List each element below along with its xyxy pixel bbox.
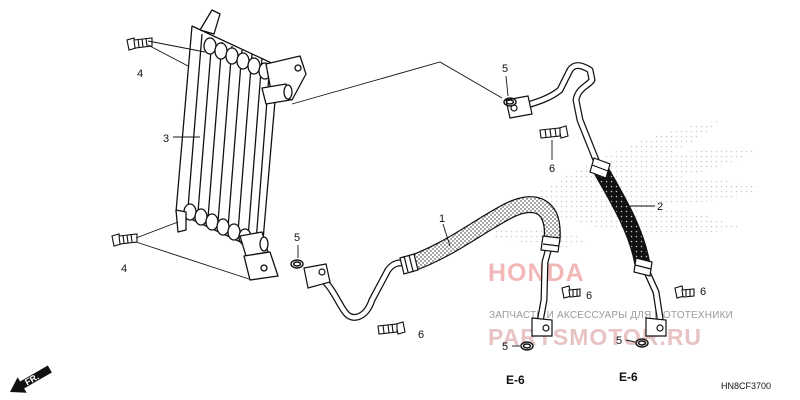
callout-6: 6 (418, 329, 424, 341)
reference-label: E-6 (506, 373, 525, 387)
callout-5: 5 (294, 232, 300, 244)
flange-bolt-icon (539, 125, 569, 139)
reference-label: E-6 (619, 370, 638, 384)
callout-3: 3 (163, 133, 169, 145)
flange-bolt-icon (111, 233, 138, 247)
brand-watermark: HONDA (488, 259, 585, 287)
flange-bolt-icon (561, 285, 581, 299)
diagram-code: HN8CF3700 (721, 381, 771, 391)
callout-2: 2 (657, 201, 663, 213)
callout-5: 5 (502, 63, 508, 75)
oil-cooler (175, 9, 307, 281)
callout-6: 6 (586, 290, 592, 302)
callout-4: 4 (137, 68, 143, 80)
callout-4: 4 (121, 263, 127, 275)
leader-lines (505, 75, 636, 347)
shop-watermark: ЗАПЧАСТИ И АКСЕССУАРЫ ДЛЯ МОТОТЕХНИКИ (489, 310, 733, 321)
site-watermark: PARTSMOTOR.RU (488, 324, 702, 350)
callout-6: 6 (700, 286, 706, 298)
callout-5: 5 (502, 341, 508, 353)
o-ring-icon (520, 341, 534, 351)
o-ring-icon (503, 97, 517, 107)
o-ring-icon (635, 338, 649, 348)
callout-1: 1 (439, 213, 445, 225)
hose-fitting (303, 235, 561, 337)
hose-fitting (505, 95, 667, 337)
o-ring-icon (290, 259, 304, 269)
leader-lines (135, 40, 655, 281)
flange-bolt-icon (674, 285, 695, 299)
front-direction-arrow-icon: FR. (10, 365, 52, 393)
flange-bolt-icon (377, 321, 406, 335)
callout-6: 6 (549, 163, 555, 175)
oil-cooler-hose-1 (311, 196, 561, 326)
callout-5: 5 (616, 335, 622, 347)
flange-bolt-icon (126, 37, 153, 51)
